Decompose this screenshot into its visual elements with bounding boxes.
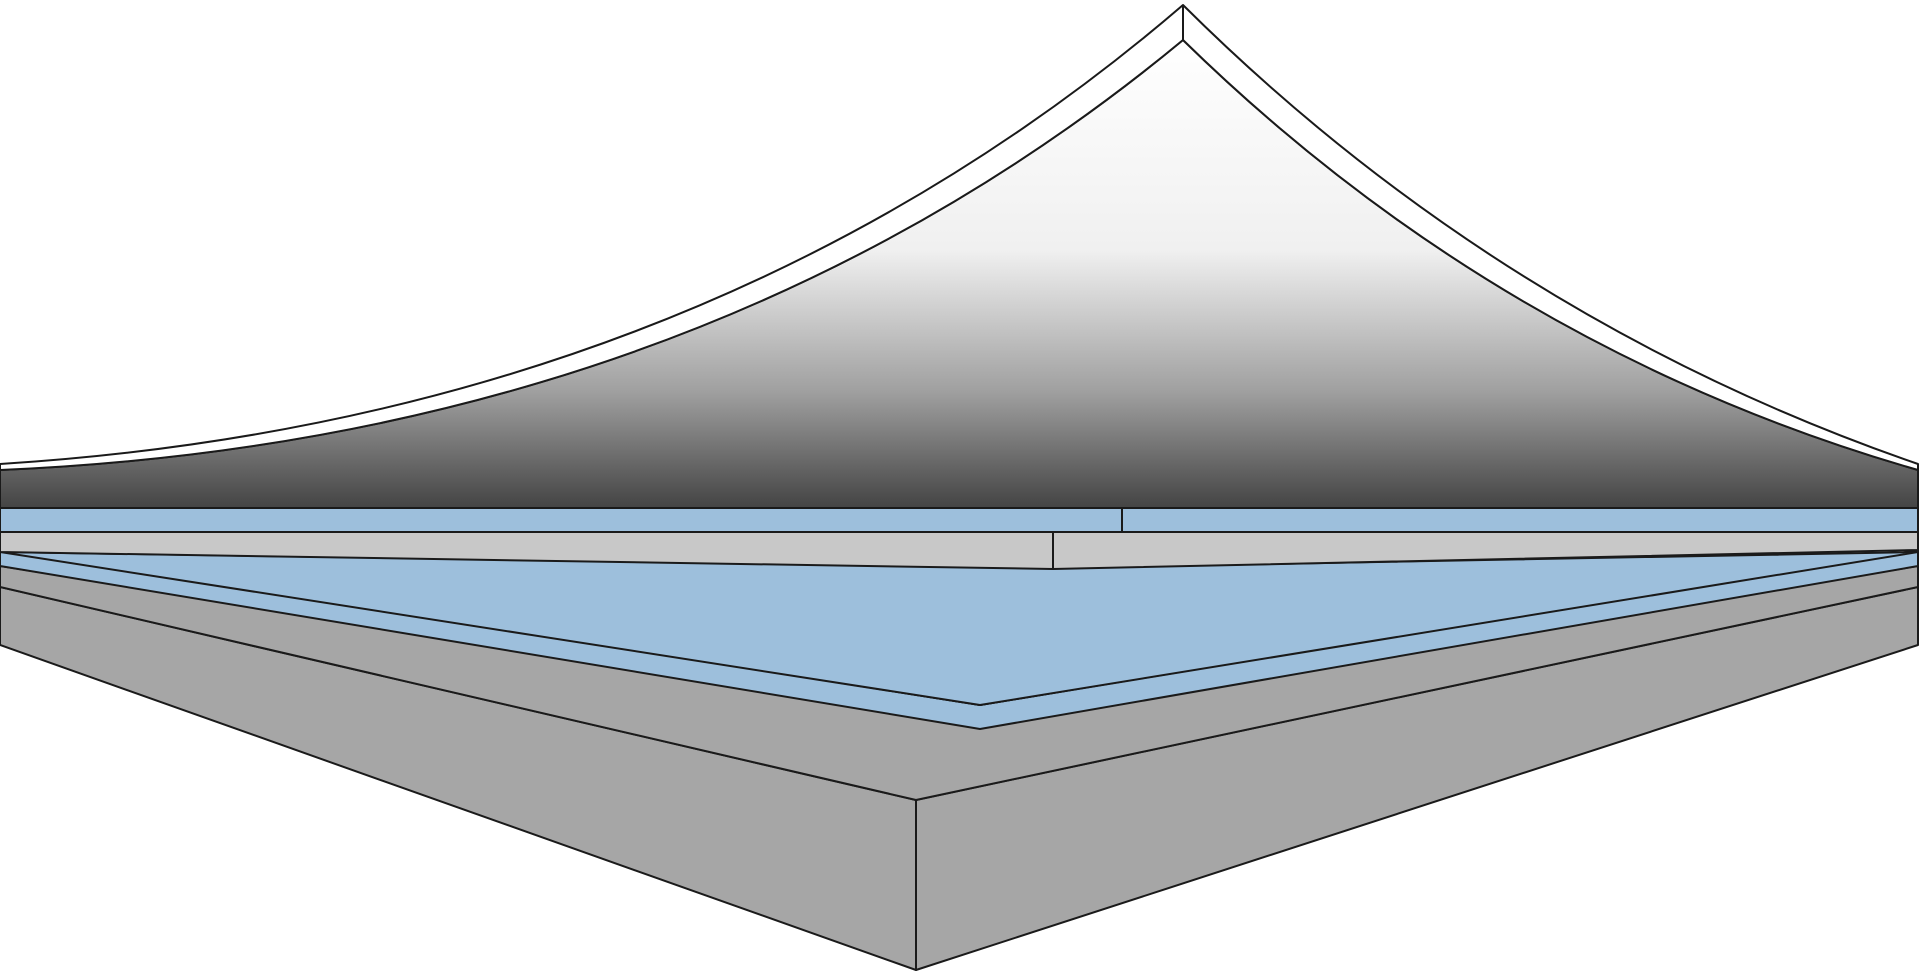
blue-strip-layer <box>0 507 1919 533</box>
